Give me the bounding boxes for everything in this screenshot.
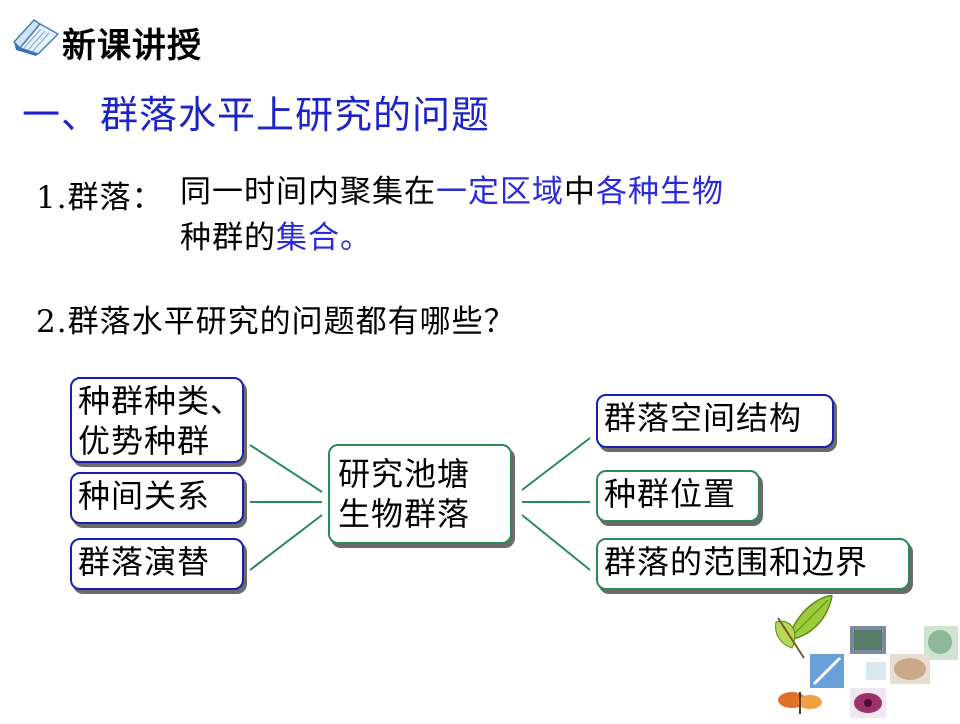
- point1-period: 。: [340, 220, 372, 256]
- topic-box-line: 种群种类、: [78, 382, 244, 420]
- point1-emphasis: 一定区域: [436, 174, 564, 210]
- point1-text: 种群的: [180, 220, 276, 256]
- point1-text: 中: [564, 174, 596, 210]
- center-topic-box: 研究池塘 生物群落: [328, 444, 512, 544]
- center-topic-line: 研究池塘: [338, 455, 471, 493]
- biology-collage-image: [770, 592, 960, 720]
- topic-box-line: 群落演替: [78, 543, 211, 581]
- topic-box-line: 种间关系: [78, 477, 211, 515]
- topic-box-population-position: 种群位置: [596, 470, 760, 522]
- topic-box-range-boundary: 群落的范围和边界: [596, 538, 910, 590]
- topic-box-interspecies: 种间关系: [70, 472, 244, 524]
- point1-emphasis: 集合: [276, 220, 340, 256]
- header-title: 新课讲授: [62, 26, 202, 66]
- topic-box-line: 种群位置: [604, 475, 737, 513]
- point1-line2: 种群的集合。: [180, 212, 372, 257]
- topic-box-species: 种群种类、 优势种群: [70, 377, 244, 463]
- topic-box-line: 群落的范围和边界: [604, 543, 869, 581]
- topic-box-succession: 群落演替: [70, 538, 244, 590]
- point1-label: 1.群落：: [36, 180, 164, 216]
- topic-box-line: 群落空间结构: [604, 399, 803, 437]
- center-topic-line: 生物群落: [338, 495, 471, 533]
- point1-line1: 同一时间内聚集在一定区域中各种生物: [180, 166, 724, 211]
- point1-emphasis: 各种生物: [596, 174, 724, 210]
- point2-text: 2.群落水平研究的问题都有哪些？: [36, 304, 516, 340]
- book-icon: [10, 12, 62, 56]
- point1-text: 同一时间内聚集在: [180, 174, 436, 210]
- topic-box-spatial-structure: 群落空间结构: [596, 394, 834, 448]
- section-heading: 一、群落水平上研究的问题: [22, 93, 491, 137]
- topic-box-line: 优势种群: [78, 422, 211, 460]
